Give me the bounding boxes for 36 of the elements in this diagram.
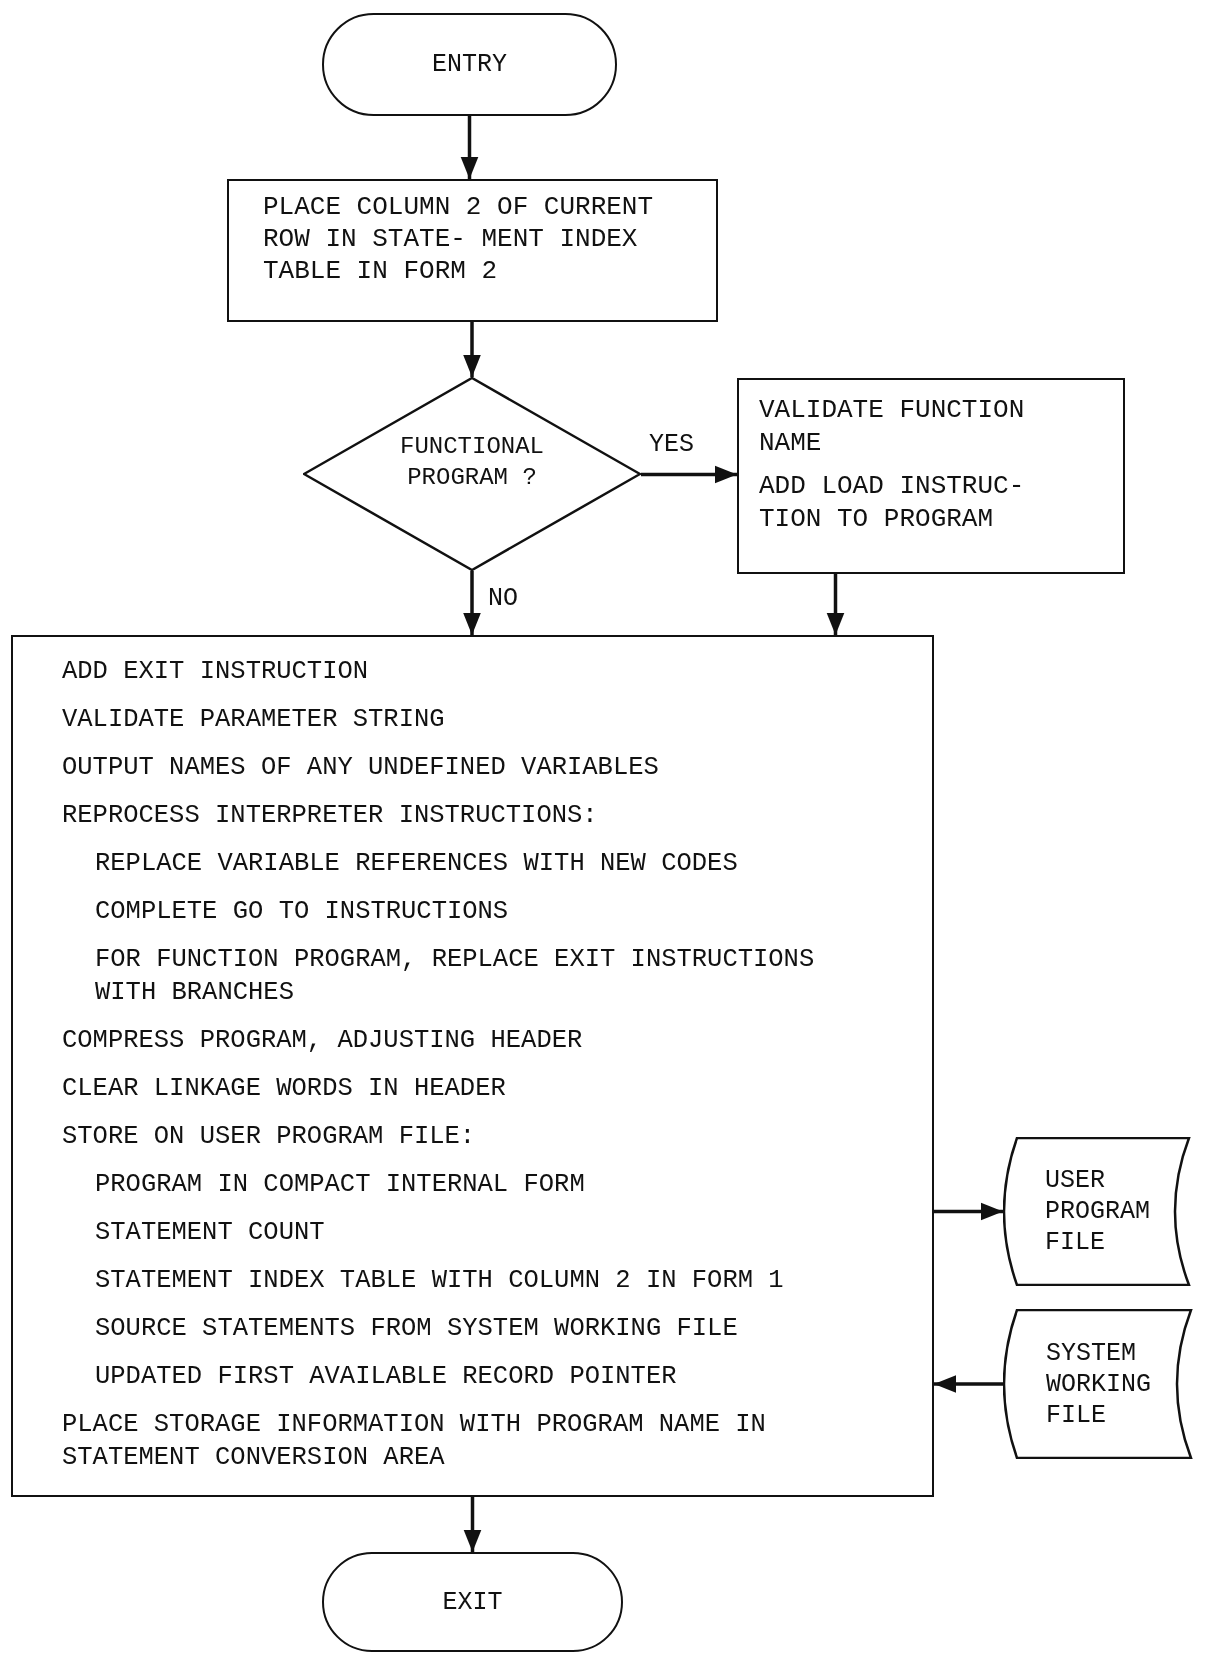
step-text: COMPLETE GO TO INSTRUCTIONS — [95, 896, 509, 928]
file-label: SYSTEM WORKING FILE — [1046, 1337, 1153, 1431]
file-label: USER PROGRAM FILE — [1045, 1165, 1152, 1258]
arrow — [463, 571, 481, 635]
step-text: STATEMENT COUNT — [95, 1217, 325, 1249]
step-text: REPLACE VARIABLE REFERENCES WITH NEW CODES — [95, 848, 738, 880]
process-box — [227, 179, 718, 322]
process-box — [737, 378, 1125, 574]
step-text: PROGRAM IN COMPACT INTERNAL FORM — [95, 1169, 585, 1201]
step-text: FOR FUNCTION PROGRAM, REPLACE EXIT INSTRUCTIONS WITH BRANCHES — [95, 944, 816, 1009]
step-text: COMPRESS PROGRAM, ADJUSTING HEADER — [62, 1025, 583, 1057]
decision-question: FUNCTIONAL PROGRAM ? — [399, 432, 545, 493]
terminal-label: ENTRY — [432, 50, 507, 79]
step-text: CLEAR LINKAGE WORDS IN HEADER — [62, 1073, 506, 1105]
step-text: ADD LOAD INSTRUC- TION TO PROGRAM — [759, 470, 1026, 536]
step-text: UPDATED FIRST AVAILABLE RECORD POINTER — [95, 1361, 677, 1393]
arrow — [934, 1375, 1003, 1393]
step-text: OUTPUT NAMES OF ANY UNDEFINED VARIABLES — [62, 752, 659, 784]
decision-diamond — [303, 377, 641, 571]
arrow — [641, 465, 737, 484]
step-text: VALIDATE FUNCTION NAME — [759, 394, 1026, 460]
process-box — [11, 635, 934, 1497]
arrow — [826, 574, 845, 635]
step-text: PLACE STORAGE INFORMATION WITH PROGRAM NAME IN STATEMENT CONVERSION AREA — [62, 1409, 767, 1474]
step-text: REPROCESS INTERPRETER INSTRUCTIONS: — [62, 800, 598, 832]
step-text: VALIDATE PARAMETER STRING — [62, 704, 445, 736]
step-text: SOURCE STATEMENTS FROM SYSTEM WORKING FILE — [95, 1313, 738, 1345]
step-text: ADD EXIT INSTRUCTION — [62, 656, 369, 688]
arrow — [460, 116, 479, 179]
arrow — [463, 322, 481, 377]
arrow — [463, 1497, 482, 1552]
step-text: PLACE COLUMN 2 OF CURRENT ROW IN STATE- MENT INDEX TABLE IN FORM 2 — [263, 191, 655, 287]
arrow — [934, 1202, 1003, 1221]
step-text: STORE ON USER PROGRAM FILE: — [62, 1121, 476, 1153]
step-text: STATEMENT INDEX TABLE WITH COLUMN 2 IN FORM 1 — [95, 1265, 784, 1297]
terminal-label: EXIT — [442, 1587, 503, 1617]
